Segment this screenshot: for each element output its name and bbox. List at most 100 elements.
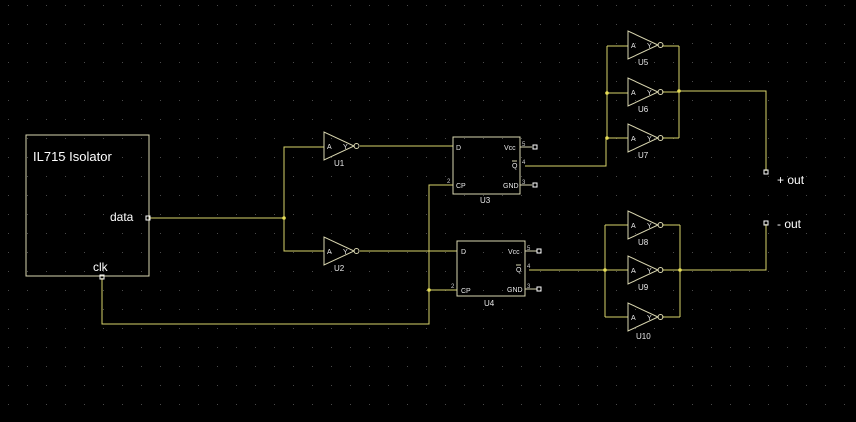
junction-nodes	[282, 89, 682, 292]
u4-cp-label: CP	[461, 288, 471, 295]
inverter-ref: U8	[638, 238, 649, 247]
inverter-ref: U5	[638, 58, 649, 67]
inverter-bubble	[657, 314, 664, 320]
wire-data-to-u2	[283, 218, 324, 252]
inverter-bubble	[353, 248, 360, 254]
junction-clk	[427, 288, 431, 292]
u4-vcc-pin	[536, 248, 542, 254]
inverter-pin-a: A	[631, 223, 636, 230]
junction-bank1-in	[605, 91, 609, 95]
junction-bank2-out	[678, 268, 682, 272]
u4-d-label: D	[461, 249, 466, 256]
inverter-pin-a: A	[631, 90, 636, 97]
inverter-u8[interactable]: A Y U8	[627, 210, 664, 247]
u4-pin-q: 4	[527, 264, 531, 270]
inverter-bubble	[657, 222, 664, 228]
inverter-pin-y: Y	[647, 90, 652, 97]
inverter-pin-a: A	[327, 144, 332, 151]
isolator-data-pin	[145, 215, 151, 221]
wire-minus-out	[680, 224, 767, 271]
u4-pin-vcc: 5	[527, 246, 531, 252]
inverter-body	[323, 131, 356, 161]
inverter-u9[interactable]: A Y U9	[627, 255, 664, 292]
flipflop-u3[interactable]: D CP Vcc Q GND 2 5 4 3 U3	[447, 136, 538, 205]
inverter-body	[627, 123, 660, 153]
u4-qbar-label: Q	[516, 267, 522, 274]
inverter-pin-a: A	[631, 43, 636, 50]
u3-gnd-label: GND	[503, 183, 519, 190]
u4-gnd-label: GND	[507, 287, 523, 294]
u3-gnd-pin	[532, 182, 538, 188]
inverter-pin-a: A	[327, 249, 332, 256]
isolator-block[interactable]: IL715 Isolator data clk	[25, 134, 151, 280]
inverter-body	[627, 210, 660, 240]
inverter-pin-a: A	[631, 268, 636, 275]
u3-pin-cp: 2	[447, 179, 451, 185]
u4-ref: U4	[484, 299, 495, 308]
u3-vcc-label: Vcc	[504, 145, 516, 152]
inverter-pin-y: Y	[647, 268, 652, 275]
inverter-ref: U2	[334, 264, 345, 273]
inverter-u5[interactable]: A Y U5	[627, 30, 664, 67]
flipflop-u4[interactable]: D CP Vcc Q GND 2 5 4 3 U4	[451, 240, 542, 308]
inverter-body	[627, 30, 660, 60]
inverter-u10[interactable]: A Y U10	[627, 302, 664, 341]
wire-data-to-u1	[283, 146, 324, 218]
plus-out-pin	[763, 169, 769, 175]
inverter-ref: U9	[638, 283, 649, 292]
inverter-ref: U10	[636, 332, 651, 341]
u3-pin-gnd: 3	[522, 180, 526, 186]
plus-out-label: + out	[777, 173, 805, 187]
junction-bank2-in	[603, 268, 607, 272]
inverter-pin-a: A	[631, 315, 636, 322]
u4-pin-cp: 2	[451, 284, 455, 290]
output-minus[interactable]: - out	[763, 217, 802, 231]
inverter-pin-y: Y	[647, 136, 652, 143]
inverter-pin-y: Y	[647, 43, 652, 50]
u3-vcc-pin	[532, 144, 538, 150]
inverter-u6[interactable]: A Y U6	[627, 77, 664, 114]
inverter-pin-y: Y	[647, 223, 652, 230]
inverter-u7[interactable]: A Y U7	[627, 123, 664, 160]
u4-pin-gnd: 3	[527, 284, 531, 290]
inverter-bubble	[657, 267, 664, 273]
u4-gnd-pin	[536, 286, 542, 292]
inverter-ref: U7	[638, 151, 649, 160]
inverter-pin-y: Y	[343, 144, 348, 151]
wire-u3q-to-bank1	[525, 138, 607, 167]
junction-bank1-in-low	[605, 136, 609, 140]
inverter-u1[interactable]: A Y U1	[323, 131, 360, 168]
inverter-pin-y: Y	[343, 249, 348, 256]
u3-ref: U3	[480, 196, 491, 205]
inverter-bubble	[657, 42, 664, 48]
isolator-pin-clk: clk	[93, 260, 109, 274]
u3-d-label: D	[456, 145, 461, 152]
inverter-ref: U1	[334, 159, 345, 168]
inverter-bubble	[657, 89, 664, 95]
inverter-body	[627, 302, 660, 332]
u3-pin-vcc: 5	[522, 142, 526, 148]
inverter-u2[interactable]: A Y U2	[323, 236, 360, 273]
u3-cp-label: CP	[456, 183, 466, 190]
grid-dots	[8, 5, 845, 405]
wire-clk-net	[101, 184, 453, 325]
inverter-bubble	[657, 135, 664, 141]
minus-out-label: - out	[777, 217, 802, 231]
inverter-body	[627, 77, 660, 107]
inverter-ref: U6	[638, 105, 649, 114]
inverter-bubble	[353, 143, 360, 149]
inverter-body	[323, 236, 356, 266]
wire-plus-out	[679, 90, 767, 171]
isolator-clk-pin	[99, 274, 105, 280]
u3-qbar-label: Q	[512, 163, 518, 170]
u3-pin-q: 4	[522, 160, 526, 166]
wires	[101, 45, 767, 325]
inverter-pin-a: A	[631, 136, 636, 143]
inverter-body	[627, 255, 660, 285]
inverter-pin-y: Y	[647, 315, 652, 322]
minus-out-pin	[763, 220, 769, 226]
isolator-title: IL715 Isolator	[33, 149, 112, 164]
output-plus[interactable]: + out	[763, 169, 805, 187]
